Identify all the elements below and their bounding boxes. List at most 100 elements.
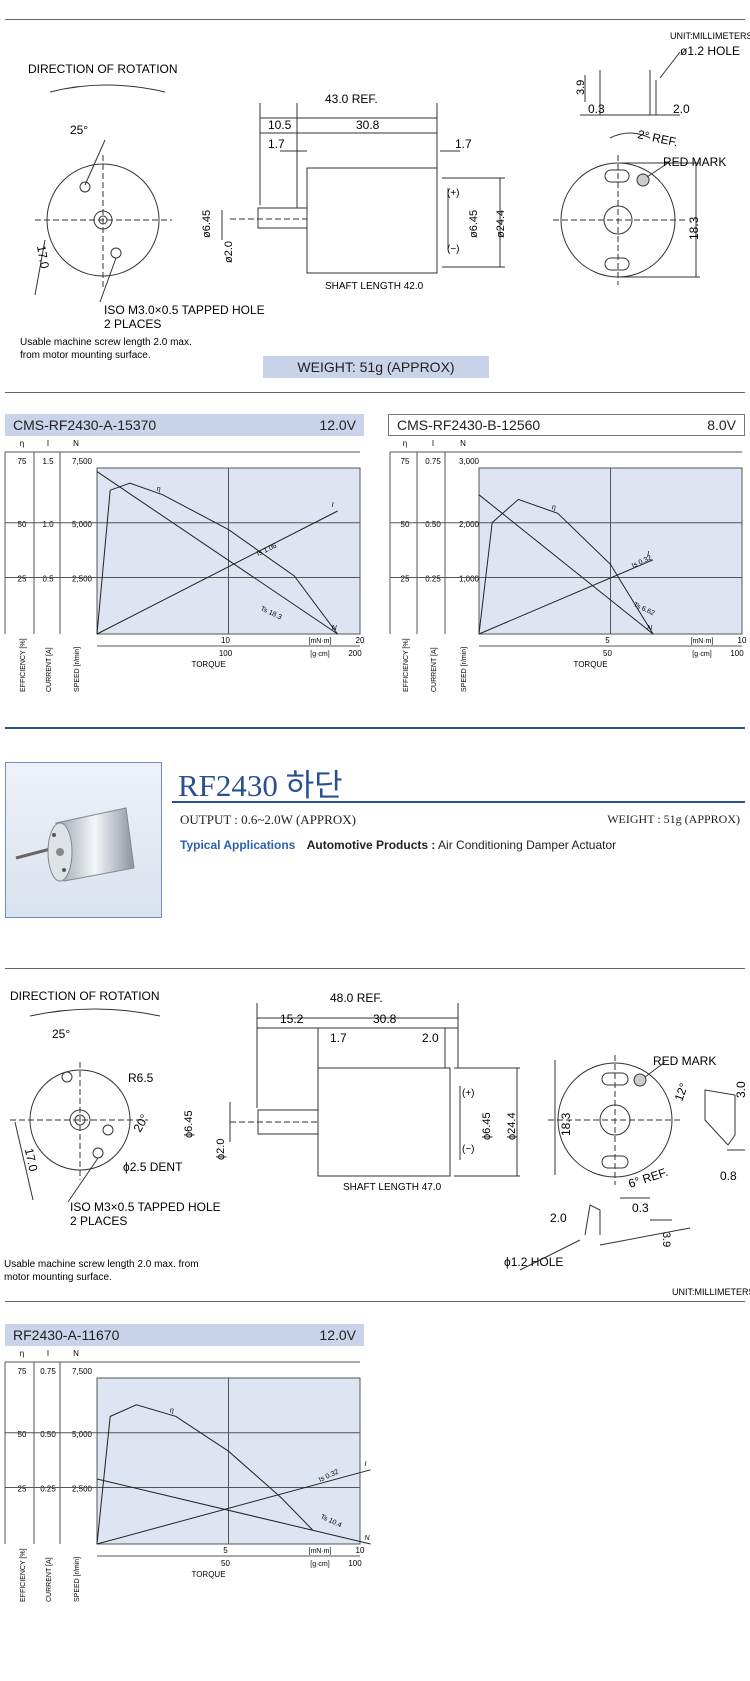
- torque-label: TORQUE: [191, 660, 225, 669]
- y-tick-label: 25: [18, 1485, 27, 1494]
- output-label: OUTPUT : 0.6~2.0W (APPROX): [180, 812, 356, 827]
- unit-label: UNIT:MILLIMETERS: [672, 1287, 750, 1297]
- motor-image-icon: [15, 807, 135, 882]
- dim-label: ϕ6.45: [481, 1112, 493, 1140]
- dim-label: 2.0: [673, 102, 690, 116]
- top-technical-drawing: DIRECTION OF ROTATION 25° 17.0 ISO M3.0×…: [20, 31, 750, 361]
- dim-label: ø6.45: [468, 210, 480, 238]
- y-tick-label: 75: [401, 457, 410, 466]
- tapped-hole-label: ISO M3×0.5 TAPPED HOLE: [70, 1200, 221, 1214]
- x-tick-label: 50: [221, 1559, 230, 1568]
- y-tick-label: 5,000: [72, 520, 93, 529]
- y-tick-label: 2,000: [459, 520, 480, 529]
- axis-header: η: [403, 439, 407, 448]
- y-tick-label: 0.25: [40, 1485, 56, 1494]
- x-unit-label: [mN·m]: [309, 638, 332, 645]
- dim-label: 18.3: [687, 216, 701, 240]
- dim-label: 0.3: [632, 1201, 649, 1215]
- dim-label: 3.9: [575, 80, 587, 95]
- dim-label: ϕ24.4: [506, 1112, 518, 1140]
- dim-label: 1.7: [268, 137, 285, 151]
- product-weight-label: WEIGHT : 51g (APPROX): [607, 812, 740, 826]
- chart-title-bar-1: CMS-RF2430-A-15370 12.0V: [5, 414, 364, 436]
- chart-model-label: RF2430-A-11670: [13, 1327, 120, 1343]
- y-tick-label: 7,500: [72, 1367, 93, 1376]
- series-label: η: [157, 486, 161, 493]
- ref-label: 6° REF.: [627, 1165, 670, 1191]
- x-unit-label: [g·cm]: [310, 1561, 330, 1568]
- y-tick-label: 50: [401, 520, 410, 529]
- dim-label: 18.3: [559, 1112, 573, 1136]
- dim-label: 30.8: [356, 118, 380, 132]
- dim-label: 43.0 REF.: [325, 92, 378, 106]
- axis-title: EFFICIENCY [%]: [20, 1548, 27, 1602]
- x-tick-label: 20: [356, 636, 365, 645]
- y-tick-label: 0.25: [425, 575, 441, 584]
- bottom-technical-drawing: DIRECTION OF ROTATION 25° R6.5 20° 17.0 …: [4, 989, 750, 1297]
- y-tick-label: 75: [18, 1367, 27, 1376]
- section-rule-blue: [5, 727, 745, 729]
- x-tick-label: 10: [356, 1546, 365, 1555]
- red-mark-label: RED MARK: [653, 1054, 716, 1068]
- x-tick-label: 100: [219, 649, 233, 658]
- dim-label: 10.5: [268, 118, 292, 132]
- plus-terminal-label: (+): [462, 1088, 475, 1099]
- screw-note: motor mounting surface.: [4, 1272, 112, 1283]
- dim-label: 30.8: [373, 1012, 397, 1026]
- x-tick-label: 10: [221, 636, 230, 645]
- dim-label: 1.7: [330, 1031, 347, 1045]
- screw-note: Usable machine screw length 2.0 max.: [20, 337, 192, 348]
- chart-voltage-label: 8.0V: [707, 417, 736, 433]
- direction-of-rotation-label: DIRECTION OF ROTATION: [10, 989, 160, 1003]
- series-line-current: [96, 510, 338, 635]
- chart-voltage-label: 12.0V: [319, 1327, 356, 1343]
- series-line-efficiency: [96, 1404, 314, 1545]
- typical-applications-row: Typical Applications Automotive Products…: [180, 838, 616, 852]
- y-tick-label: 50: [18, 1430, 27, 1439]
- axis-title: SPEED [r/min]: [461, 647, 468, 692]
- x-tick-label: 5: [605, 636, 610, 645]
- torque-label: TORQUE: [191, 1570, 225, 1579]
- x-unit-label: [mN·m]: [309, 1548, 332, 1555]
- axis-title: SPEED [r/min]: [74, 1557, 81, 1602]
- dent-label: ϕ2.5 DENT: [123, 1160, 183, 1174]
- dim-label: 2.0: [422, 1031, 439, 1045]
- y-tick-label: 7,500: [72, 457, 93, 466]
- angle-label: 25°: [70, 123, 88, 137]
- hole-label: ø1.2 HOLE: [680, 44, 740, 58]
- unit-label: UNIT:MILLIMETERS: [670, 31, 750, 41]
- y-tick-label: 0.5: [42, 575, 54, 584]
- axis-header: η: [20, 439, 24, 448]
- series-label: N: [332, 625, 338, 632]
- hole-label: ϕ1.2 HOLE: [504, 1255, 563, 1269]
- typical-applications-label: Typical Applications: [180, 838, 296, 852]
- axis-header: η: [20, 1349, 24, 1358]
- shaft-length-label: SHAFT LENGTH 47.0: [343, 1182, 442, 1193]
- y-tick-label: 0.50: [40, 1430, 56, 1439]
- series-label: I: [365, 1461, 367, 1468]
- dim-label: 0.3: [588, 102, 605, 116]
- x-tick-label: 50: [603, 649, 612, 658]
- section-rule: [5, 1301, 745, 1302]
- x-tick-label: 100: [730, 649, 744, 658]
- axis-title: CURRENT [A]: [431, 647, 438, 692]
- minus-terminal-label: (−): [447, 244, 460, 255]
- chart-voltage-label: 12.0V: [319, 417, 356, 433]
- x-tick-label: 100: [348, 1559, 362, 1568]
- series-label: I: [647, 551, 649, 558]
- x-unit-label: [g·cm]: [692, 651, 712, 658]
- series-line-speed: [96, 471, 338, 635]
- series-line-speed: [478, 494, 654, 635]
- plus-terminal-label: (+): [447, 188, 460, 199]
- axis-header: N: [460, 439, 466, 448]
- dim-label: 3.9: [660, 1232, 672, 1247]
- chart-title-bar-3: RF2430-A-11670 12.0V: [5, 1324, 364, 1346]
- y-tick-label: 0.50: [425, 520, 441, 529]
- axis-title: SPEED [r/min]: [74, 647, 81, 692]
- series-label: η: [552, 504, 556, 511]
- dim-label: 1.7: [455, 137, 472, 151]
- chart-model-label: CMS-RF2430-B-12560: [397, 417, 541, 433]
